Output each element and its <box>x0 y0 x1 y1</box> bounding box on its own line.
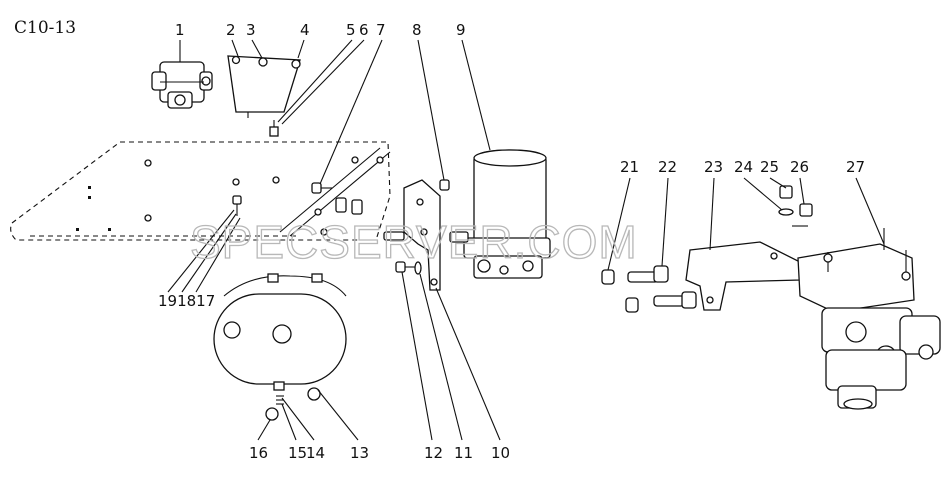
part-24-26-nuts <box>778 185 813 227</box>
part-21-22-fittings <box>601 265 697 313</box>
callout-11: 11 <box>454 444 473 462</box>
callout-6: 6 <box>359 21 369 39</box>
callout-4: 4 <box>300 21 310 39</box>
callout-13: 13 <box>350 444 369 462</box>
callout-16: 16 <box>249 444 268 462</box>
callout-9: 9 <box>456 21 466 39</box>
callout-5: 5 <box>346 21 356 39</box>
callout-19-18-17: 191817 <box>158 292 215 310</box>
callout-3: 3 <box>246 21 256 39</box>
callout-26: 26 <box>790 158 809 176</box>
callout-numbers: 1 2 3 4 5 6 7 8 9 21 22 23 24 25 26 27 1… <box>158 21 865 462</box>
part-5-6-bolt <box>269 120 279 137</box>
callout-10: 10 <box>491 444 510 462</box>
callout-7: 7 <box>376 21 386 39</box>
part-17-19-bolts <box>232 195 242 216</box>
part-9-air-dryer <box>449 149 551 279</box>
leader-lines <box>167 39 885 441</box>
callout-8: 8 <box>412 21 422 39</box>
callout-12: 12 <box>424 444 443 462</box>
callout-22: 22 <box>658 158 677 176</box>
frame-outline <box>10 141 391 241</box>
part-8-nut <box>439 179 450 191</box>
callout-2: 2 <box>226 21 236 39</box>
callout-15: 15 <box>288 444 307 462</box>
callout-21: 21 <box>620 158 639 176</box>
callout-24: 24 <box>734 158 753 176</box>
part-2-bracket-plate <box>227 55 301 118</box>
diagram-code: C10-13 <box>14 18 76 38</box>
part-13-air-tank <box>213 273 347 401</box>
part-27-valve-assembly <box>797 228 941 410</box>
part-23-bracket <box>685 241 801 311</box>
callout-25: 25 <box>760 158 779 176</box>
callout-1: 1 <box>175 21 185 39</box>
part-11-12-washer-bolt <box>395 261 422 275</box>
watermark: SPECSERVER.COM <box>190 216 638 268</box>
part-7-bolt <box>311 182 332 194</box>
callout-14: 14 <box>306 444 325 462</box>
part-1-valve <box>151 61 213 109</box>
part-10-bracket <box>383 179 441 291</box>
callout-23: 23 <box>704 158 723 176</box>
callout-27: 27 <box>846 158 865 176</box>
part-14-16-drain-valve <box>265 395 284 421</box>
